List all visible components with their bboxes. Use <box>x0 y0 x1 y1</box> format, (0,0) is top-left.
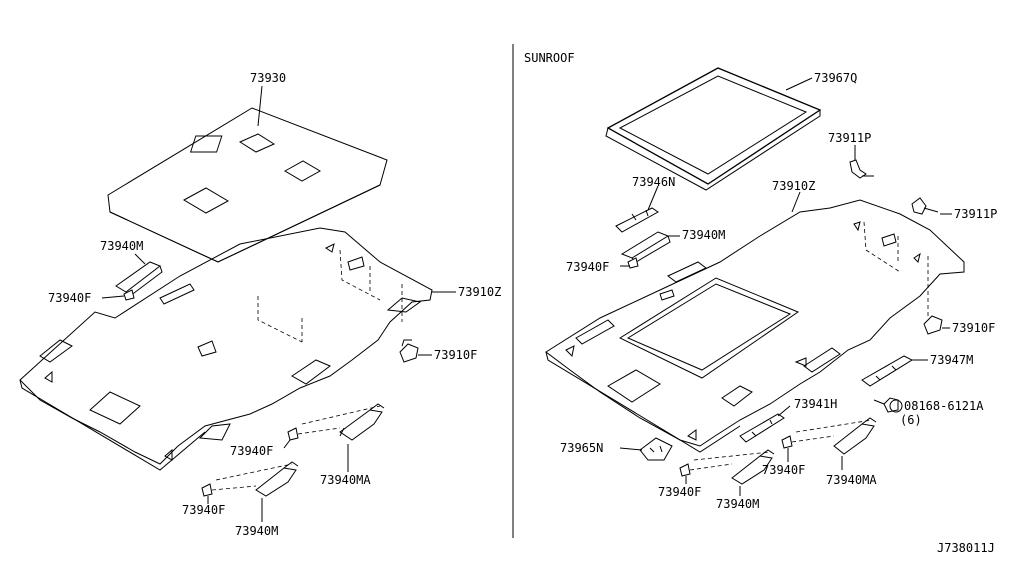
leader-73967q <box>785 77 813 91</box>
right-panel: SUNROOF <box>524 51 997 511</box>
label-08168-bolt: 08168-6121A <box>904 399 984 413</box>
label-73940m-right-bottom: 73940M <box>716 497 759 511</box>
leader-73930 <box>257 85 263 127</box>
label-73940f-left-top: 73940F <box>48 291 91 305</box>
holder-73911p-right <box>911 197 939 215</box>
label-73965n: 73965N <box>560 441 603 455</box>
leader-73941h <box>777 405 791 417</box>
leader-73940f-left-top <box>101 295 125 299</box>
label-73940m-right: 73940M <box>682 228 725 242</box>
label-73930: 73930 <box>250 71 286 85</box>
label-73910z-right: 73910Z <box>772 179 815 193</box>
leader-73940m-left <box>134 253 146 265</box>
leader-73946n <box>647 185 659 211</box>
label-73967q: 73967Q <box>814 71 857 85</box>
bracket-73946n <box>615 207 659 233</box>
bracket-73947m <box>861 355 914 387</box>
assist-grip-right-lower <box>679 449 775 485</box>
label-73940f-right-bottom: 73940F <box>658 485 701 499</box>
label-73946n: 73946N <box>632 175 675 189</box>
leader-73910z-right <box>791 191 801 213</box>
clip-73910f <box>399 339 419 363</box>
bracket-73941h <box>739 413 785 443</box>
label-73940ma-right: 73940MA <box>826 473 877 487</box>
label-73940f-left-mid: 73940F <box>230 444 273 458</box>
assist-grip-upper <box>115 261 163 301</box>
leader-73965n <box>619 447 643 451</box>
left-panel: 73930 73940M 73940F 73910Z 73910F 73940F… <box>19 71 501 538</box>
label-73940ma-left: 73940MA <box>320 473 371 487</box>
roof-lining-left <box>19 227 433 471</box>
bolt-08168 <box>873 397 903 413</box>
assist-grip-ma-right <box>781 417 877 455</box>
label-73940f-right-top: 73940F <box>566 260 609 274</box>
holder-73911p-left <box>849 159 874 179</box>
label-73941h: 73941H <box>794 397 837 411</box>
sunroof-seal <box>605 67 822 191</box>
label-73940m-left: 73940M <box>100 239 143 253</box>
label-73940m-left-bottom: 73940M <box>235 524 278 538</box>
label-73911p-right: 73911P <box>954 207 997 221</box>
label-73910f-right: 73910F <box>952 321 995 335</box>
headlining-board <box>107 107 388 263</box>
label-73910f-left: 73910F <box>434 348 477 362</box>
label-73910z-left: 73910Z <box>458 285 501 299</box>
label-73911p-left: 73911P <box>828 131 871 145</box>
assist-grip-ma <box>287 403 385 441</box>
clip-73910f-right <box>923 315 943 335</box>
assist-grip-right-upper <box>620 231 671 269</box>
label-73947m: 73947M <box>930 353 973 367</box>
label-bolt-qty: (6) <box>900 413 922 427</box>
label-73940f-left-bottom: 73940F <box>182 503 225 517</box>
roof-lining-right <box>545 199 965 453</box>
bracket-73965n <box>639 437 673 461</box>
drawing-number: J738011J <box>937 541 995 555</box>
leader-73940f-left-mid <box>283 439 291 449</box>
section-title: SUNROOF <box>524 51 575 65</box>
label-73940f-right-mid: 73940F <box>762 463 805 477</box>
assist-grip-lower <box>201 461 299 497</box>
